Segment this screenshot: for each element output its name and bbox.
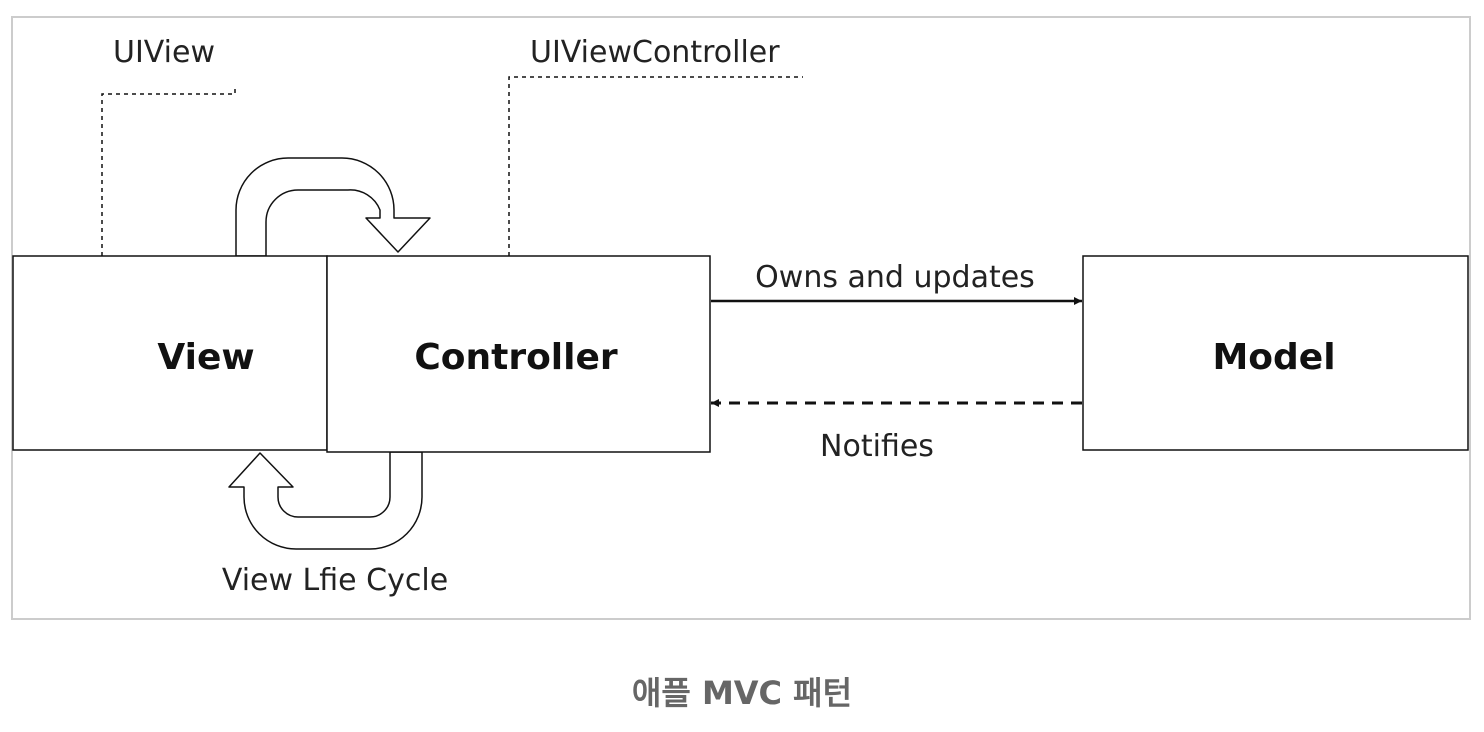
notifies-label: Notifies	[820, 429, 934, 464]
curved-arrow-icon	[235, 157, 431, 257]
uiview-callout-line	[101, 86, 236, 256]
owns-and-updates-label: Owns and updates	[755, 260, 1035, 295]
model-box	[1082, 255, 1469, 451]
view-box	[12, 255, 328, 451]
figure-caption: 애플 MVC 패턴	[631, 674, 853, 712]
controller-box-label: Controller	[414, 337, 618, 378]
model-box-label: Model	[1212, 337, 1335, 378]
uiviewcontroller-callout-line	[508, 76, 803, 256]
view-life-cycle-label: View Lfie Cycle	[222, 563, 448, 598]
view-box-label: View	[157, 337, 254, 378]
uiviewcontroller-label: UIViewController	[530, 35, 780, 70]
curved-arrow-icon	[228, 451, 423, 550]
uiview-label: UIView	[113, 35, 215, 70]
controller-box	[326, 255, 711, 453]
